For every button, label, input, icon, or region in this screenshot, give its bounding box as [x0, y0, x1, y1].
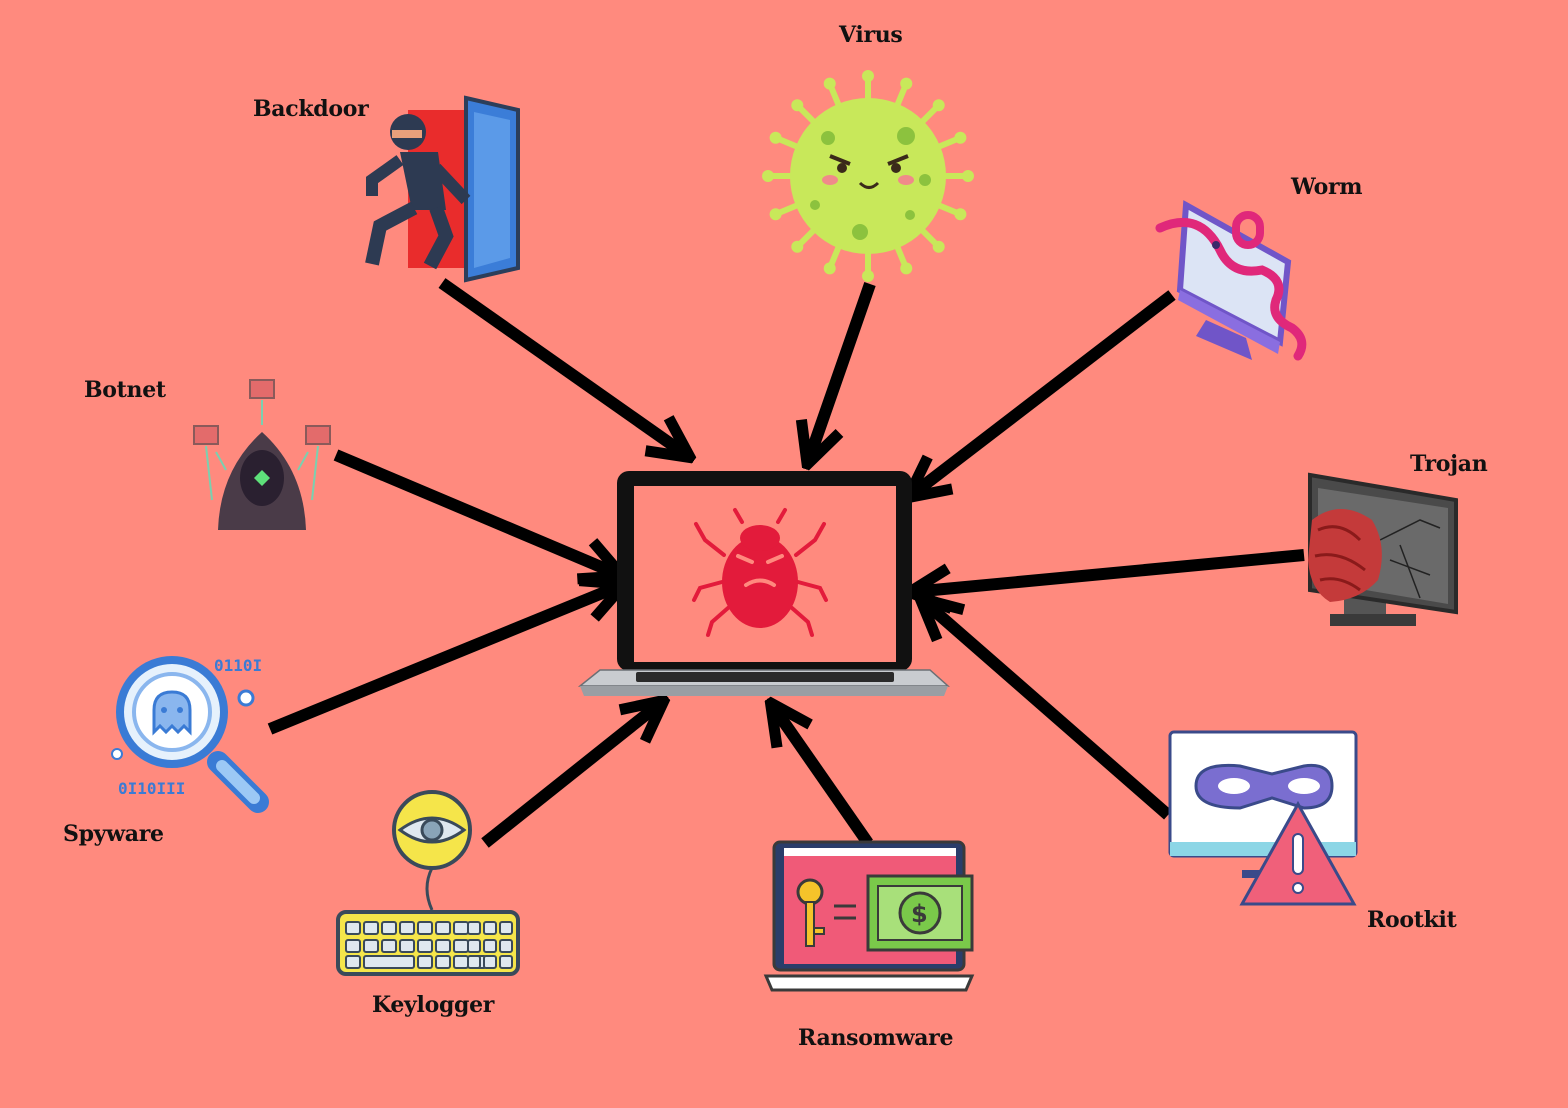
arrow-virus: [808, 282, 876, 462]
svg-text:$: $: [911, 900, 928, 928]
keylogger-icon: [336, 790, 520, 976]
virus-label: Virus: [839, 22, 903, 48]
worm-icon: [1155, 200, 1307, 361]
backdoor-icon: [365, 95, 520, 283]
trojan-icon: [1308, 472, 1458, 626]
arrow-backdoor: [438, 278, 688, 456]
arrow-rootkit: [922, 600, 1172, 820]
svg-text:0110I: 0110I: [214, 656, 262, 675]
arrow-spyware: [267, 585, 622, 735]
ransomware-icon: $: [763, 840, 975, 992]
virus-icon: [762, 70, 974, 282]
spyware-label: Spyware: [63, 821, 164, 847]
rootkit-label: Rootkit: [1367, 907, 1457, 933]
keylogger-label: Keylogger: [372, 992, 495, 1018]
arrow-keylogger: [481, 702, 662, 848]
worm-label: Worm: [1291, 174, 1363, 200]
spyware-icon: 0110I 0I10III: [111, 656, 269, 813]
trojan-label: Trojan: [1410, 451, 1488, 477]
backdoor-label: Backdoor: [253, 96, 369, 122]
arrow-ransomware: [772, 705, 873, 847]
ransomware-label: Ransomware: [798, 1025, 954, 1051]
bug-icon: [692, 508, 828, 637]
botnet-icon: [193, 379, 331, 530]
arrow-botnet: [333, 449, 620, 575]
arrow-trojan: [912, 549, 1305, 592]
botnet-label: Botnet: [84, 377, 166, 403]
svg-text:0I10III: 0I10III: [118, 779, 185, 798]
arrow-worm: [910, 290, 1176, 496]
rootkit-icon: [1168, 730, 1358, 906]
infected-laptop: [577, 471, 950, 696]
